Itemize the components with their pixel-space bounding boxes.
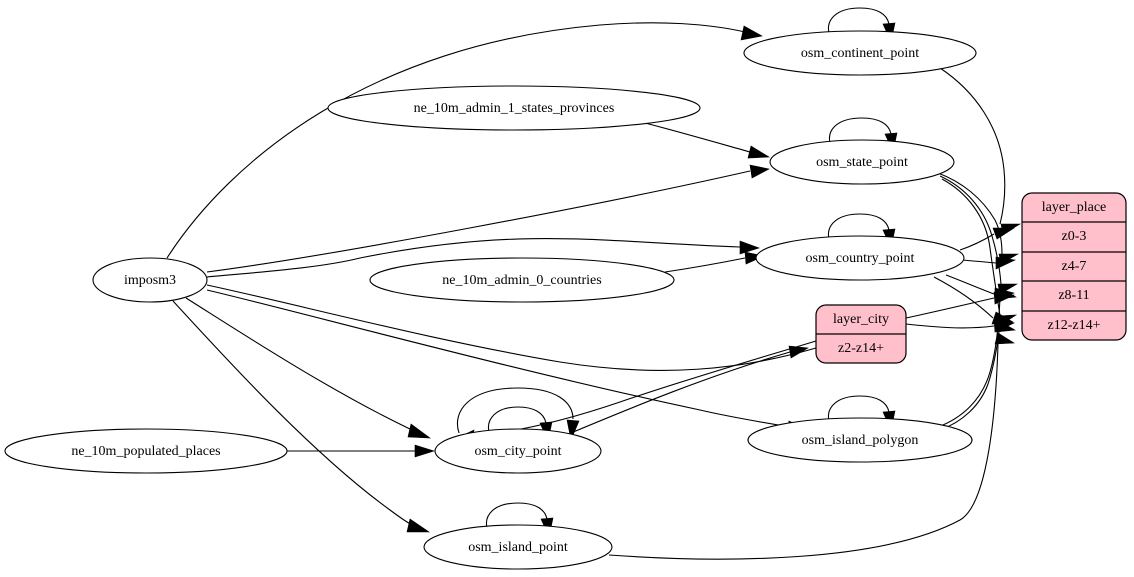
node-osm-island-point[interactable]: osm_island_point bbox=[423, 524, 613, 570]
edge-imposm3-to-osm-island-point bbox=[172, 300, 430, 533]
edge-ne-populated-to-osm-city-point bbox=[287, 444, 435, 458]
edge-imposm3-to-osm-island-polygon bbox=[206, 289, 809, 435]
edge-osm-country-point-to-layer-place-z0-3 bbox=[959, 227, 1016, 251]
node-osm-continent-point[interactable]: osm_continent_point bbox=[743, 30, 977, 76]
edge-layer-city-to-layer-place-z8-11 bbox=[905, 291, 1016, 319]
edge-osm-country-point-to-layer-place-z4-7 bbox=[961, 256, 1017, 270]
edge-imposm3-to-osm-city-point-alt bbox=[454, 340, 817, 443]
edge-ne-states-to-osm-state-point bbox=[644, 122, 770, 159]
edge-layer-city-to-layer-place-z12-z14 bbox=[905, 319, 1016, 333]
edge-osm-state-point-to-layer-place-z8-11 bbox=[939, 175, 1019, 295]
edge-imposm3-to-osm-city-point bbox=[185, 297, 431, 439]
node-imposm3[interactable]: imposm3 bbox=[92, 257, 208, 303]
edge-imposm3-to-osm-continent-point bbox=[166, 22, 763, 259]
edge-ne-countries-to-osm-country-point bbox=[664, 251, 765, 273]
node-ne-10m-admin-0-countries[interactable]: ne_10m_admin_0_countries bbox=[369, 257, 675, 303]
node-layer: imposm3 ne_10m_admin_1_states_provinces … bbox=[4, 30, 977, 570]
edge-osm-island-polygon-to-layer-place-z8-11 bbox=[937, 287, 1017, 428]
node-osm-state-point[interactable]: osm_state_point bbox=[769, 139, 955, 185]
node-ne-10m-admin-1-states-provinces[interactable]: ne_10m_admin_1_states_provinces bbox=[327, 85, 701, 131]
edge-imposm3-to-osm-country-point bbox=[206, 238, 760, 278]
edge-imposm3-to-osm-state-point bbox=[206, 164, 770, 273]
node-osm-island-polygon[interactable]: osm_island_polygon bbox=[747, 417, 973, 463]
node-osm-country-point[interactable]: osm_country_point bbox=[755, 235, 965, 281]
record-node-layer-city[interactable]: layer_city z2-z14+ bbox=[815, 304, 907, 364]
node-osm-city-point[interactable]: osm_city_point bbox=[434, 428, 602, 474]
record-node-layer-place[interactable]: layer_place z0-3 z4-7 z8-11 z12-z14+ bbox=[1021, 192, 1127, 341]
edge-osm-island-point-to-layer-place-z12-z14 bbox=[608, 332, 1015, 560]
edge-long-arc-to-layer-city bbox=[206, 284, 817, 371]
node-ne-10m-populated-places[interactable]: ne_10m_populated_places bbox=[4, 428, 288, 474]
